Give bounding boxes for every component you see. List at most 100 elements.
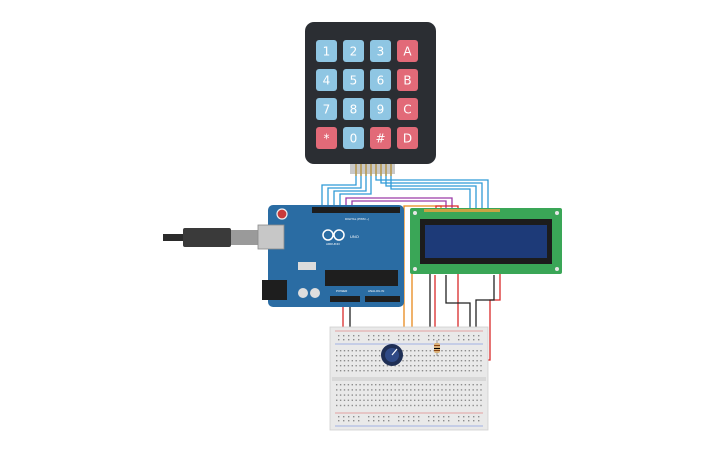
breadboard-hole bbox=[414, 360, 416, 362]
breadboard-hole bbox=[421, 384, 424, 386]
breadboard[interactable] bbox=[329, 326, 489, 431]
keypad-key[interactable]: 8 bbox=[343, 98, 364, 120]
keypad-key[interactable]: 7 bbox=[316, 98, 337, 120]
breadboard-hole bbox=[351, 404, 353, 407]
lcd-mount-hole-tl bbox=[413, 211, 417, 215]
keypad-key[interactable]: 3 bbox=[370, 40, 391, 62]
breadboard-hole bbox=[414, 394, 416, 396]
breadboard-hole bbox=[378, 339, 380, 341]
breadboard-hole bbox=[480, 365, 482, 367]
breadboard-hole bbox=[398, 335, 400, 337]
breadboard-hole bbox=[453, 384, 455, 386]
breadboard-hole bbox=[386, 365, 389, 367]
breadboard-hole bbox=[428, 416, 430, 418]
reset-button[interactable] bbox=[276, 208, 288, 220]
breadboard-hole bbox=[463, 339, 465, 341]
breadboard-hole bbox=[443, 420, 445, 422]
breadboard-hole bbox=[351, 389, 353, 391]
potentiometer-indicator bbox=[391, 348, 398, 356]
breadboard-hole bbox=[351, 370, 353, 372]
breadboard-hole bbox=[429, 360, 431, 362]
breadboard-hole bbox=[348, 420, 350, 422]
breadboard-hole bbox=[382, 365, 385, 367]
breadboard-hole bbox=[358, 420, 360, 422]
uno-model-label: UNO bbox=[350, 234, 359, 239]
breadboard-hole bbox=[363, 404, 365, 407]
breadboard-hole bbox=[410, 394, 412, 396]
keypad-key[interactable]: # bbox=[370, 127, 391, 149]
lcd-display[interactable] bbox=[410, 208, 562, 274]
breadboard-hole bbox=[347, 350, 350, 352]
breadboard-hole bbox=[351, 399, 353, 401]
keypad-key-cap bbox=[316, 127, 337, 149]
breadboard-hole bbox=[378, 399, 381, 401]
breadboard-hole bbox=[463, 420, 465, 422]
keypad-key-label: 6 bbox=[377, 74, 385, 88]
breadboard-hole bbox=[363, 384, 365, 386]
keypad-key-label: 3 bbox=[377, 45, 385, 59]
keypad-key-label: A bbox=[403, 45, 412, 59]
breadboard-hole bbox=[473, 420, 475, 422]
keypad-key-label: B bbox=[403, 74, 411, 88]
breadboard-hole bbox=[398, 365, 400, 367]
potentiometer[interactable] bbox=[381, 344, 403, 366]
breadboard-hole bbox=[355, 350, 357, 352]
breadboard-hole bbox=[480, 394, 482, 396]
breadboard-hole bbox=[347, 404, 350, 407]
breadboard-hole bbox=[417, 399, 420, 401]
keypad-key[interactable]: C bbox=[397, 98, 418, 120]
keypad-key[interactable]: B bbox=[397, 69, 418, 91]
breadboard-hole bbox=[408, 416, 410, 418]
breadboard-hole bbox=[448, 335, 450, 337]
breadboard-hole bbox=[464, 394, 467, 396]
breadboard-hole bbox=[373, 416, 375, 418]
breadboard-hole bbox=[406, 389, 408, 391]
keypad-key[interactable]: 0 bbox=[343, 127, 364, 149]
breadboard-hole bbox=[448, 420, 450, 422]
breadboard-hole bbox=[373, 420, 375, 422]
keypad-key-label: # bbox=[375, 132, 385, 146]
keypad-key[interactable]: D bbox=[397, 127, 418, 149]
breadboard-hole bbox=[456, 389, 459, 391]
keypad-key-cap bbox=[343, 127, 364, 149]
breadboard-hole bbox=[438, 339, 440, 341]
keypad-key[interactable]: A bbox=[397, 40, 418, 62]
breadboard-hole bbox=[413, 339, 415, 341]
keypad-key[interactable]: 2 bbox=[343, 40, 364, 62]
breadboard-hole bbox=[371, 394, 373, 396]
breadboard-hole bbox=[476, 389, 478, 391]
breadboard-hole bbox=[453, 365, 455, 367]
breadboard-hole bbox=[445, 399, 447, 401]
breadboard-hole bbox=[464, 350, 467, 352]
keypad-key[interactable]: 6 bbox=[370, 69, 391, 91]
breadboard-hole bbox=[468, 339, 470, 341]
keypad-key-label: D bbox=[403, 132, 412, 146]
breadboard-hole bbox=[410, 350, 412, 352]
keypad-key[interactable]: 1 bbox=[316, 40, 337, 62]
keypad-key[interactable]: 9 bbox=[370, 98, 391, 120]
breadboard-hole bbox=[347, 365, 350, 367]
breadboard-hole bbox=[480, 350, 482, 352]
breadboard-hole bbox=[336, 404, 338, 407]
breadboard-hole bbox=[402, 394, 404, 396]
breadboard-hole bbox=[472, 399, 474, 401]
breadboard-hole bbox=[375, 365, 377, 367]
keypad-key[interactable]: 5 bbox=[343, 69, 364, 91]
breadboard-hole bbox=[418, 420, 420, 422]
breadboard-hole bbox=[406, 350, 408, 352]
breadboard-hole bbox=[363, 370, 365, 372]
breadboard-hole bbox=[348, 339, 350, 341]
breadboard-hole bbox=[403, 339, 405, 341]
breadboard-hole bbox=[363, 389, 365, 391]
keypad-key[interactable]: * bbox=[316, 127, 337, 149]
breadboard-hole bbox=[437, 399, 439, 401]
breadboard-hole bbox=[351, 384, 353, 386]
keypad-key[interactable]: 4 bbox=[316, 69, 337, 91]
breadboard-hole bbox=[429, 350, 431, 352]
breadboard-hole bbox=[421, 389, 424, 391]
digital-header bbox=[312, 207, 400, 213]
arduino-uno[interactable]: UNO ARDUINO DIGITAL (PWM ~) POWER ANALOG… bbox=[257, 205, 404, 307]
breadboard-hole bbox=[371, 389, 373, 391]
breadboard-hole bbox=[382, 404, 385, 407]
